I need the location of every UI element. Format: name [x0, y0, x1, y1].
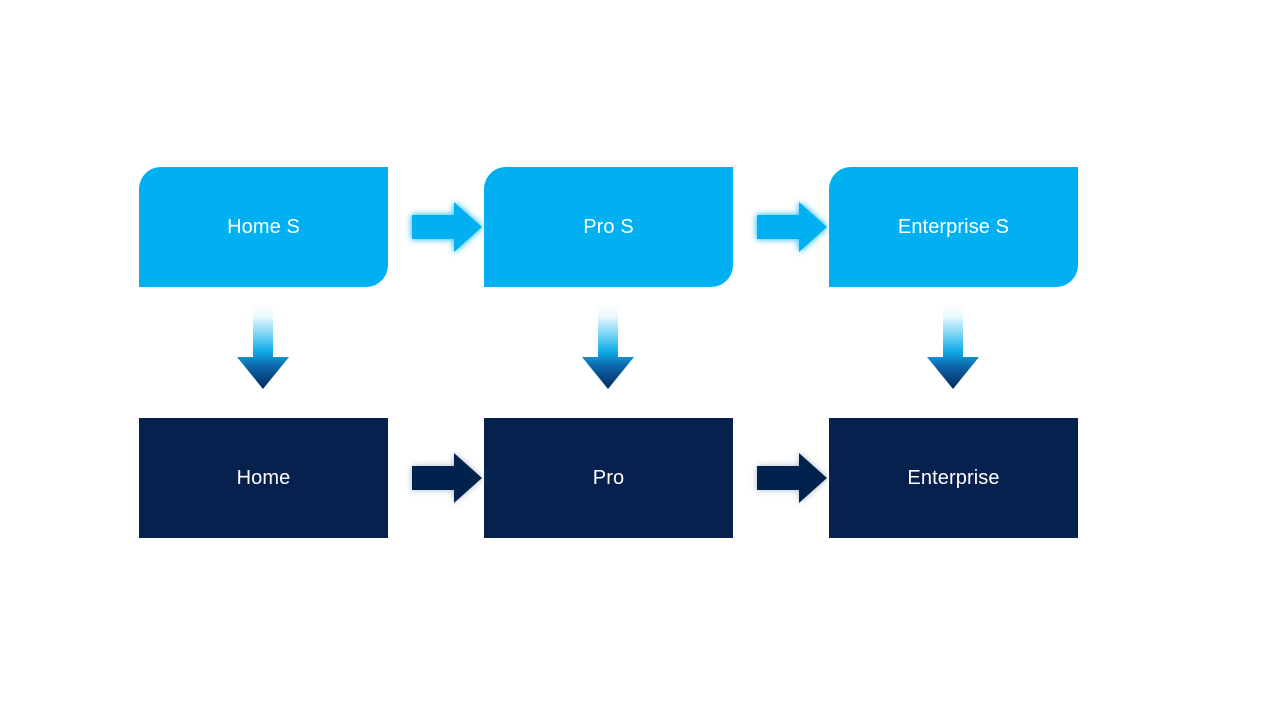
- node-home[interactable]: Home: [139, 418, 388, 538]
- right-arrow-icon: [412, 202, 482, 252]
- connector-pro-s-to-pro: [578, 305, 638, 391]
- node-enterprise-s[interactable]: Enterprise S: [829, 167, 1078, 287]
- node-label: Enterprise S: [897, 216, 1010, 238]
- down-arrow-icon: [582, 305, 634, 389]
- node-label: Home: [236, 467, 291, 489]
- connector-enterprise-s-to-enterprise: [923, 305, 983, 391]
- connector-home-s-to-pro-s: [404, 196, 488, 258]
- node-label: Pro S: [583, 216, 634, 238]
- node-label: Pro: [592, 467, 625, 489]
- node-enterprise[interactable]: Enterprise: [829, 418, 1078, 538]
- connector-pro-s-to-enterprise-s: [749, 196, 833, 258]
- node-label: Enterprise: [907, 467, 1000, 489]
- node-label: Home S: [227, 216, 300, 238]
- down-arrow-icon: [237, 305, 289, 389]
- node-home-s[interactable]: Home S: [139, 167, 388, 287]
- node-pro[interactable]: Pro: [484, 418, 733, 538]
- right-arrow-icon: [757, 202, 827, 252]
- connector-home-to-pro: [404, 447, 488, 509]
- connector-home-s-to-home: [233, 305, 293, 391]
- node-pro-s[interactable]: Pro S: [484, 167, 733, 287]
- connector-pro-to-enterprise: [749, 447, 833, 509]
- right-arrow-icon: [757, 453, 827, 503]
- right-arrow-icon: [412, 453, 482, 503]
- down-arrow-icon: [927, 305, 979, 389]
